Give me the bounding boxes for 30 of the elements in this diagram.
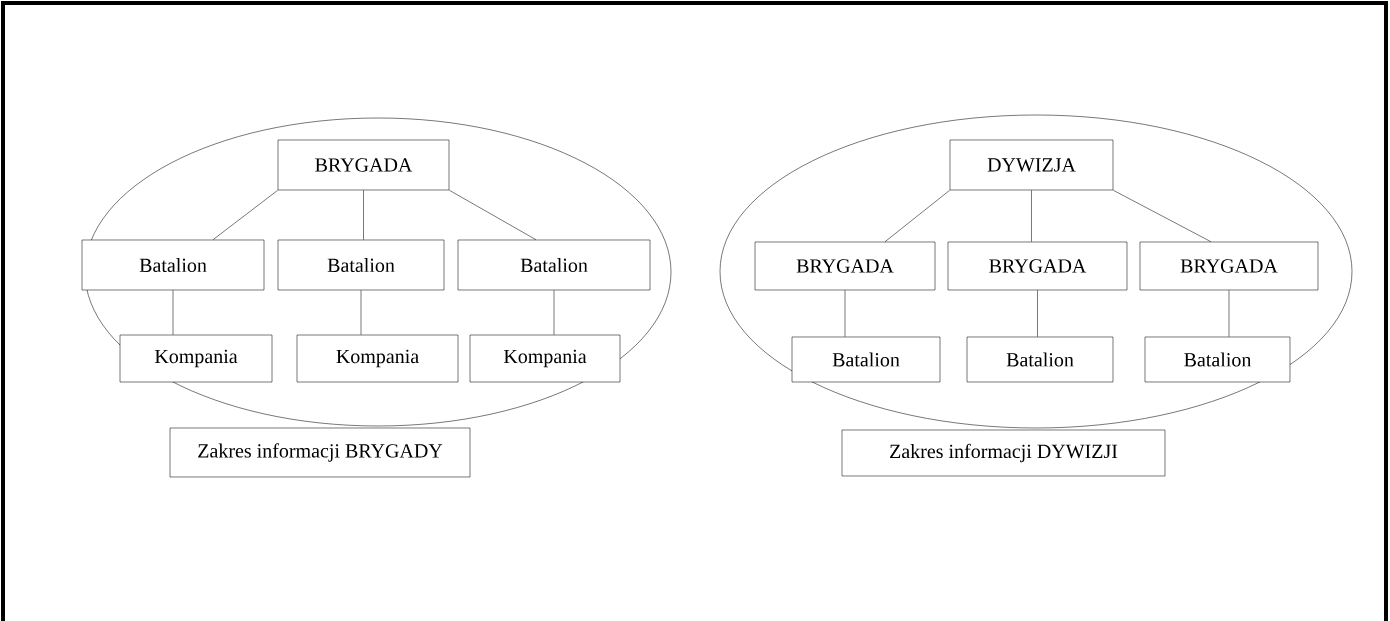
unit-box: Kompania bbox=[296, 334, 459, 383]
unit-box: Kompania bbox=[119, 334, 273, 383]
unit-box: Batalion bbox=[81, 239, 265, 291]
connector-line bbox=[212, 190, 278, 240]
scope-ellipse bbox=[719, 114, 1353, 429]
unit-box: BRYGADA bbox=[947, 241, 1128, 291]
connector-line bbox=[449, 190, 537, 240]
unit-box: Batalion bbox=[1144, 336, 1291, 383]
unit-box: Batalion bbox=[966, 336, 1114, 383]
connector-line bbox=[172, 290, 174, 335]
unit-box: BRYGADA bbox=[1139, 241, 1319, 291]
unit-box: Batalion bbox=[457, 239, 651, 291]
scope-ellipse bbox=[84, 117, 672, 427]
connector-line bbox=[1037, 290, 1038, 337]
unit-box: BRYGADA bbox=[277, 139, 450, 191]
connector-line bbox=[363, 190, 364, 240]
unit-box: BRYGADA bbox=[754, 241, 936, 291]
connector-line bbox=[553, 290, 555, 335]
unit-box: Kompania bbox=[469, 334, 621, 383]
unit-box: DYWIZJA bbox=[949, 139, 1114, 191]
connector-line bbox=[1228, 290, 1230, 337]
connector-line bbox=[844, 290, 846, 337]
unit-box: Batalion bbox=[277, 239, 445, 291]
scope-label-box: Zakres informacji BRYGADY bbox=[169, 427, 471, 478]
connector-line bbox=[360, 290, 362, 335]
connector-line bbox=[884, 190, 950, 242]
scope-label-box: Zakres informacji DYWIZJI bbox=[841, 429, 1166, 477]
unit-box: Batalion bbox=[791, 336, 941, 383]
connector-line bbox=[1031, 190, 1032, 242]
connector-line bbox=[1113, 190, 1212, 242]
